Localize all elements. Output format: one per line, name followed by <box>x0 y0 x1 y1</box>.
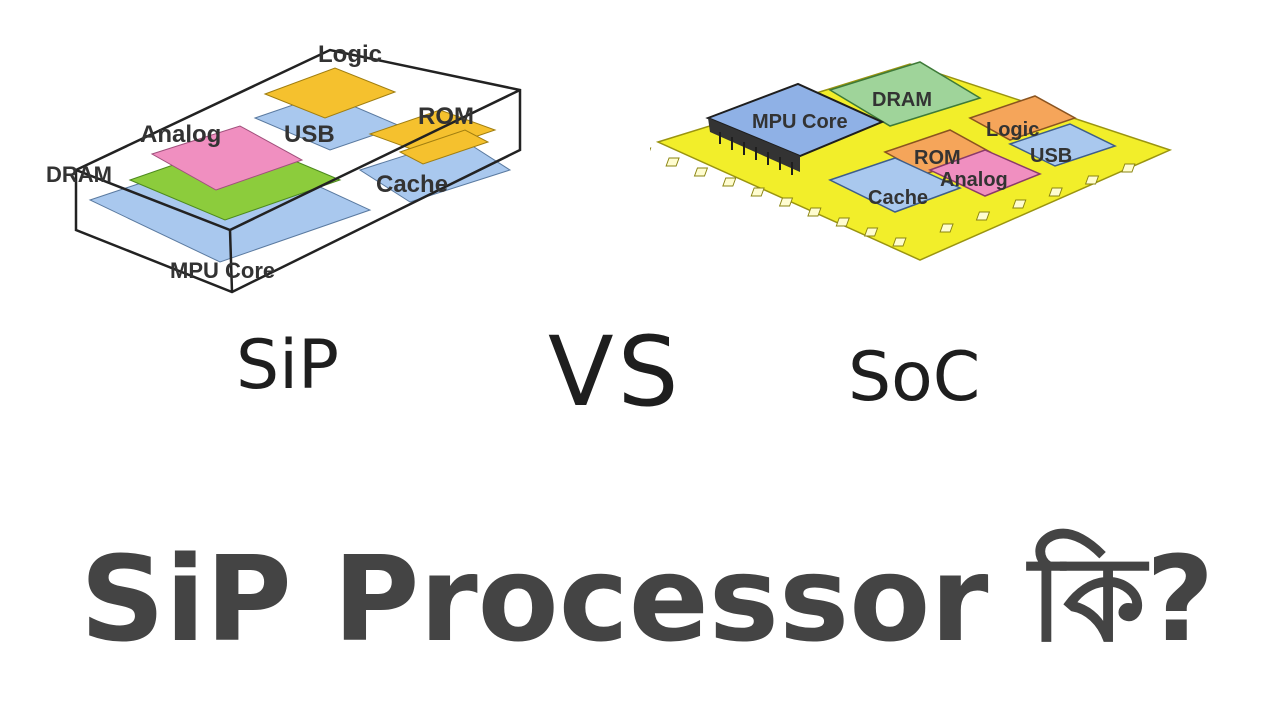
sip-label-rom: ROM <box>418 103 474 130</box>
sip-label-mpu-core: MPU Core <box>170 258 275 283</box>
soc-label-analog: Analog <box>940 169 1008 191</box>
sip-label-usb: USB <box>284 121 335 148</box>
soc-label-mpu-core: MPU Core <box>752 111 848 133</box>
soc-caption: SoC <box>848 338 981 417</box>
soc-label-cache: Cache <box>868 187 928 209</box>
soc-mpu-chip <box>705 82 885 175</box>
headline: SiP Processor কি? <box>80 530 1215 668</box>
soc-label-rom: ROM <box>914 147 961 169</box>
soc-analog-block <box>928 149 1042 197</box>
soc-label-logic: Logic <box>986 119 1039 141</box>
soc-logic-block <box>968 95 1077 141</box>
sip-rom-chip-2 <box>398 129 490 165</box>
soc-label-usb: USB <box>1030 145 1072 167</box>
sip-label-logic: Logic <box>318 41 382 68</box>
sip-label-dram: DRAM <box>46 162 112 187</box>
sip-caption: SiP <box>236 326 340 405</box>
soc-cache-block <box>828 157 962 213</box>
sip-analog-chip <box>150 125 304 191</box>
sip-logic-chip <box>263 67 397 119</box>
sip-label-analog: Analog <box>140 121 221 148</box>
soc-usb-block <box>1008 123 1117 167</box>
soc-dram-block <box>828 61 982 127</box>
sip-label-cache: Cache <box>376 171 448 198</box>
versus-label: VS <box>548 316 683 428</box>
soc-label-dram: DRAM <box>872 89 932 111</box>
soc-diagram: MPU Core DRAM Logic ROM USB Analog Cache <box>637 40 1180 270</box>
sip-package-outline <box>74 48 522 294</box>
sip-diagram: Logic ROM Analog USB DRAM Cache MPU Core <box>40 30 560 310</box>
